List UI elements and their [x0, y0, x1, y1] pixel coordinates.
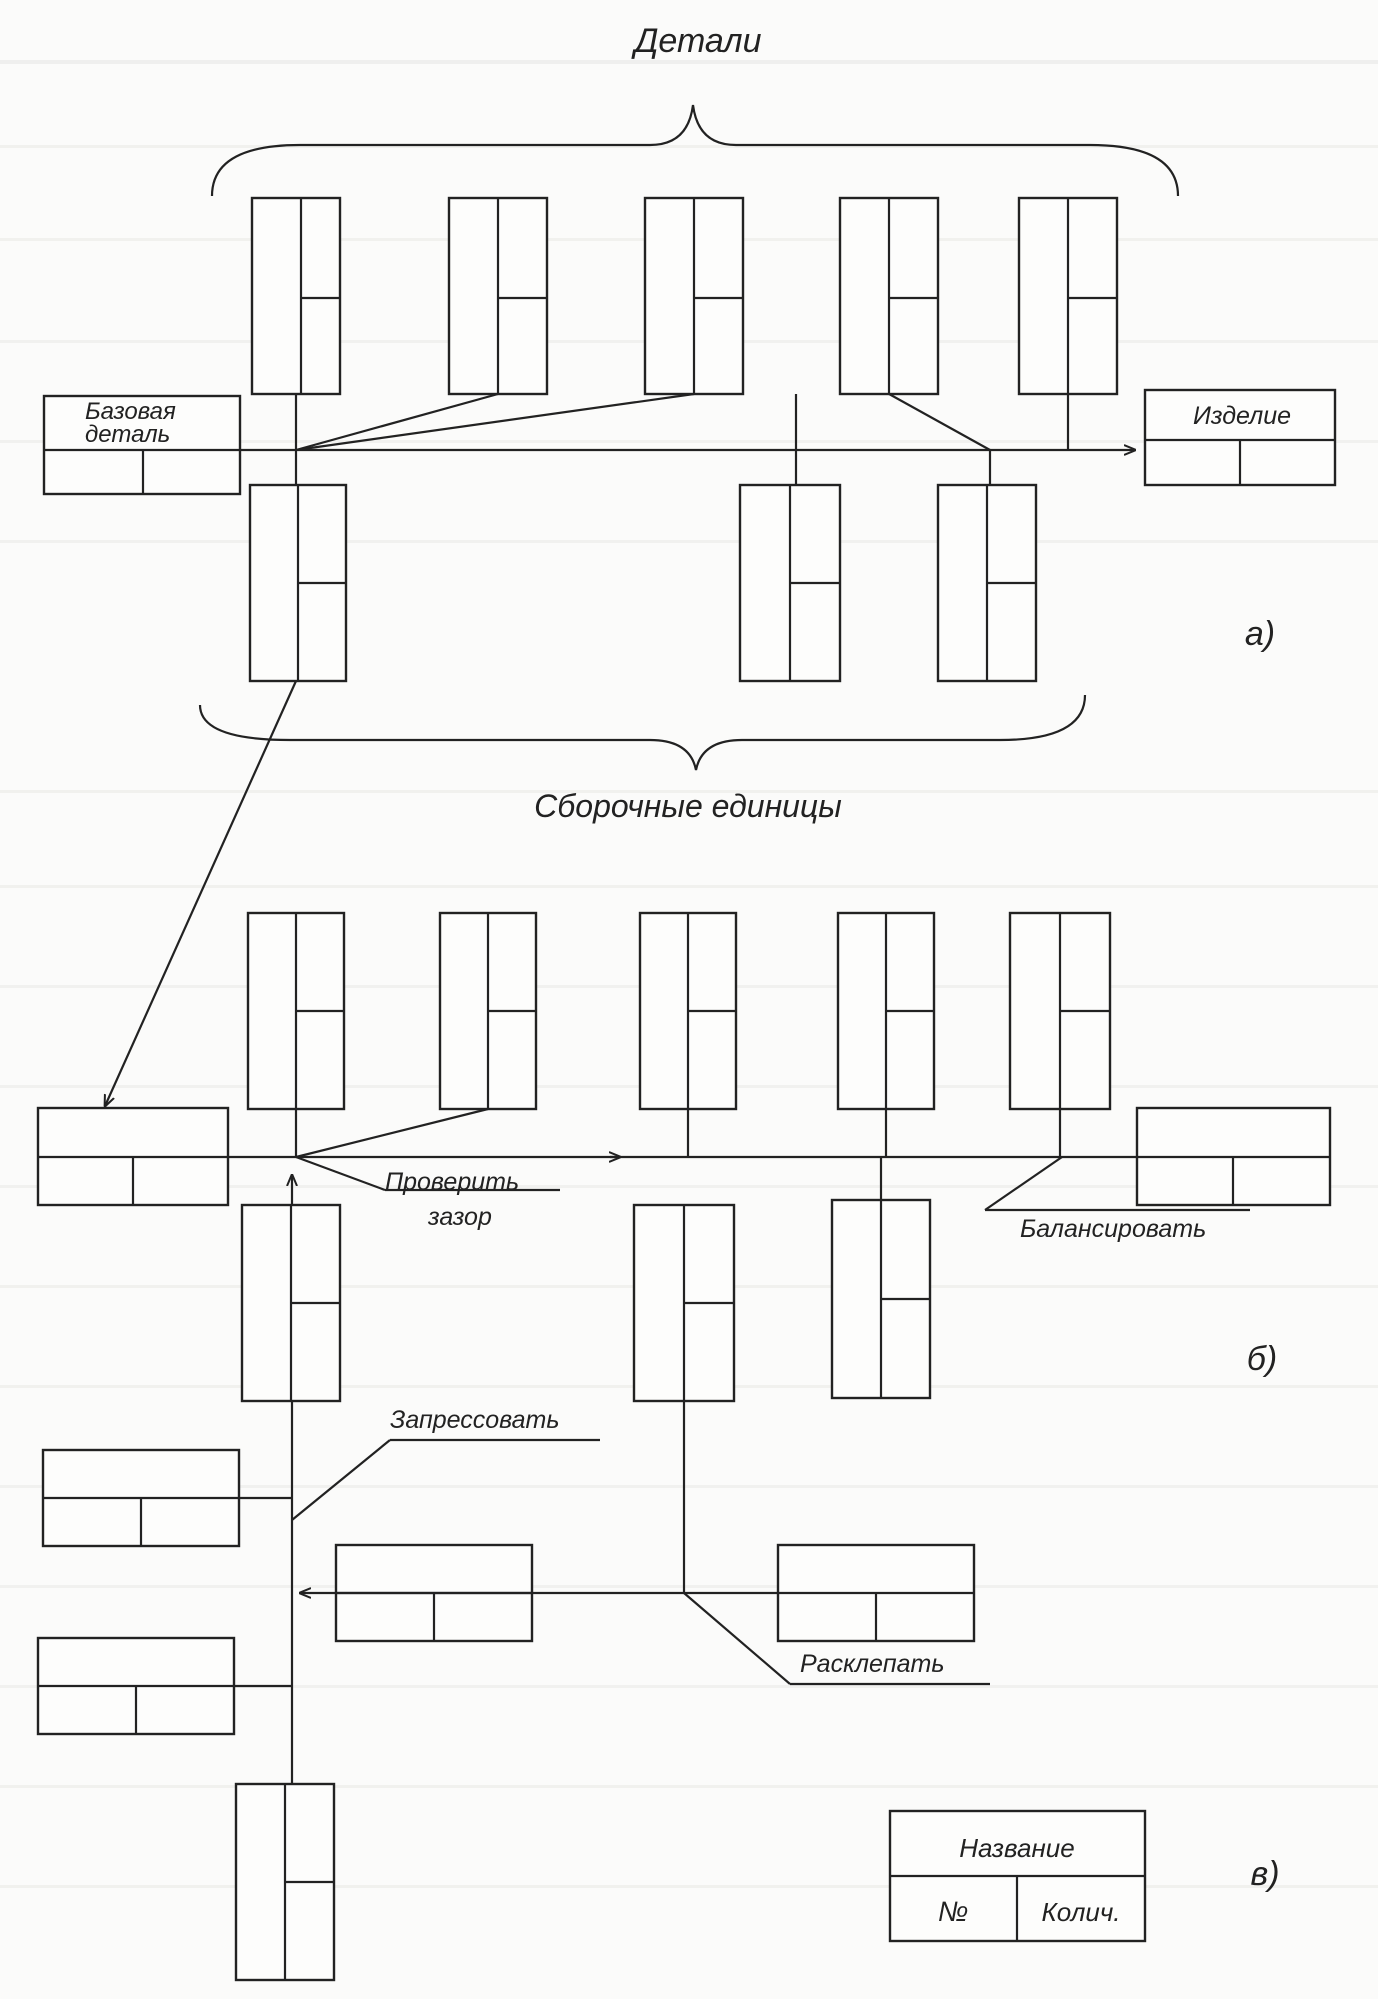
part-box	[41, 1448, 241, 1548]
product-label: Изделие	[1193, 402, 1291, 430]
part-box	[838, 196, 940, 396]
part-box	[643, 196, 745, 396]
part-box	[776, 1543, 976, 1643]
base-part-box	[36, 1106, 230, 1207]
legend-name-label: Название	[959, 1833, 1074, 1863]
part-box	[638, 911, 738, 1111]
marker-a: а)	[1245, 615, 1275, 653]
scheme-a: Детали Базовая деталь Изделие	[42, 22, 1337, 824]
base-part-label: деталь	[85, 421, 170, 448]
parts-header: Детали	[630, 22, 761, 60]
part-box	[234, 1782, 336, 1982]
part-box	[1017, 196, 1119, 396]
action-balance-label: Балансировать	[1020, 1215, 1206, 1243]
assemblies-header: Сборочные единицы	[534, 788, 842, 824]
callout-line	[295, 1155, 386, 1192]
part-box	[240, 1203, 342, 1403]
part-box	[632, 1203, 736, 1403]
assembly-unit-box	[738, 483, 842, 683]
connector-line	[295, 1107, 489, 1159]
scheme-c-legend: Название № Колич. в)	[888, 1809, 1280, 1943]
assembly-unit-box	[936, 483, 1038, 683]
callout-line	[683, 1592, 791, 1685]
action-press-label: Запрессовать	[390, 1406, 560, 1434]
action-rivet-label: Расклепать	[800, 1650, 945, 1678]
callout-line	[291, 1439, 391, 1521]
scheme-b: Проверить зазор Балансировать б) Запресс…	[36, 680, 1332, 1982]
part-box	[246, 911, 346, 1111]
callout-line	[984, 1156, 1063, 1211]
part-box	[830, 1198, 932, 1400]
part-box	[250, 196, 342, 396]
connector-line	[888, 393, 991, 451]
action-check-label: Проверить	[385, 1168, 519, 1196]
part-box	[447, 196, 549, 396]
marker-b: б)	[1247, 1340, 1277, 1378]
base-part-box: Базовая деталь	[42, 394, 242, 496]
part-box	[1008, 911, 1112, 1111]
parts-brace	[210, 104, 1180, 197]
assemblies-brace	[198, 694, 1087, 771]
connector-line	[295, 392, 499, 452]
legend-number-label: №	[938, 1896, 968, 1927]
base-part-label: Базовая	[85, 398, 176, 425]
connector-line	[295, 392, 695, 452]
part-box	[36, 1636, 236, 1736]
marker-c: в)	[1250, 1855, 1279, 1893]
legend-quantity-label: Колич.	[1041, 1897, 1120, 1927]
part-box	[438, 911, 538, 1111]
assembly-unit-box	[248, 483, 348, 683]
product-box	[1135, 1106, 1332, 1207]
action-check-label: зазор	[427, 1203, 492, 1231]
transfer-arrow	[105, 680, 298, 1106]
product-box: Изделие	[1143, 388, 1337, 487]
part-box	[836, 911, 936, 1111]
